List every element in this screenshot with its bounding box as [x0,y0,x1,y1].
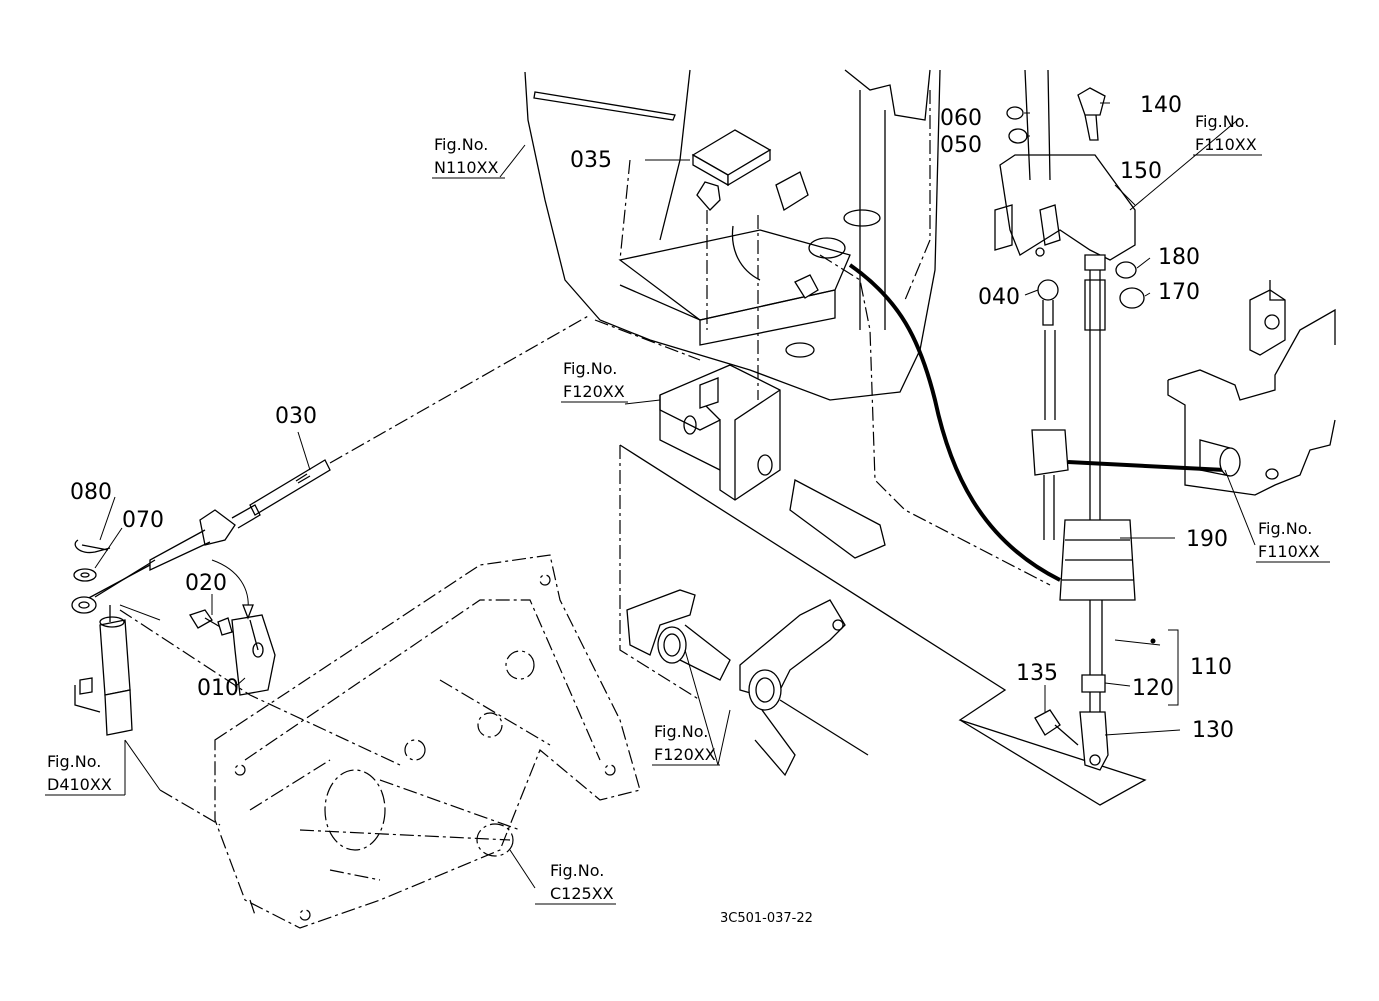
frame-fittings [696,171,819,400]
shaft-d410 [74,605,133,736]
label-190: 190 [1186,527,1228,552]
label-035: 035 [570,148,612,173]
part-010-bracket [231,614,276,696]
svg-text:Fig.No.: Fig.No. [1258,519,1312,538]
label-110: 110 [1190,655,1232,680]
svg-text:Fig.No.: Fig.No. [654,722,708,741]
drawing-code: 3C501-037-22 [720,911,813,926]
svg-text:F110XX: F110XX [1195,135,1257,154]
figref-c125: Fig.No. C125XX [535,861,616,905]
figref-f110-right: Fig.No. F110XX [1256,519,1330,563]
leader-lines [94,102,1256,889]
label-020: 020 [185,571,227,596]
label-170: 170 [1158,280,1200,305]
svg-text:F120XX: F120XX [563,382,625,401]
label-060: 060 [940,106,982,131]
label-070: 070 [122,508,164,533]
svg-text:F120XX: F120XX [654,745,716,764]
label-130: 130 [1192,718,1234,743]
bracket-f120-upper [659,364,886,559]
figref-f110-top: Fig.No. F110XX [1193,112,1262,156]
label-150: 150 [1120,159,1162,184]
svg-text:Fig.No.: Fig.No. [563,359,617,378]
label-040: 040 [978,285,1020,310]
svg-text:D410XX: D410XX [47,775,112,794]
svg-text:Fig.No.: Fig.No. [1195,112,1249,131]
svg-text:C125XX: C125XX [550,884,614,903]
frame-f110-right [1167,280,1336,496]
figref-d410: Fig.No. D410XX [45,752,125,796]
arm-f120-lower [619,444,1147,806]
right-assembly [848,69,1226,771]
part-035-pad [691,129,772,187]
part-020-bolt [189,609,233,636]
part-070-080 [73,539,111,582]
figref-f120-top: Fig.No. F120XX [561,359,628,403]
label-030: 030 [275,404,317,429]
label-135: 135 [1016,661,1058,686]
svg-text:F110XX: F110XX [1258,542,1320,561]
svg-text:Fig.No.: Fig.No. [47,752,101,771]
transmission-case [119,554,641,929]
label-140: 140 [1140,93,1182,118]
figref-f120-bottom: Fig.No. F120XX [652,722,720,766]
part-030-cable [71,314,591,614]
svg-text:Fig.No.: Fig.No. [434,135,488,154]
label-010: 010 [197,676,239,701]
label-180: 180 [1158,245,1200,270]
svg-text:Fig.No.: Fig.No. [550,861,604,880]
figref-n110: Fig.No. N110XX [432,135,505,179]
svg-text:N110XX: N110XX [434,158,498,177]
label-050: 050 [940,133,982,158]
label-120: 120 [1132,676,1174,701]
label-080: 080 [70,480,112,505]
